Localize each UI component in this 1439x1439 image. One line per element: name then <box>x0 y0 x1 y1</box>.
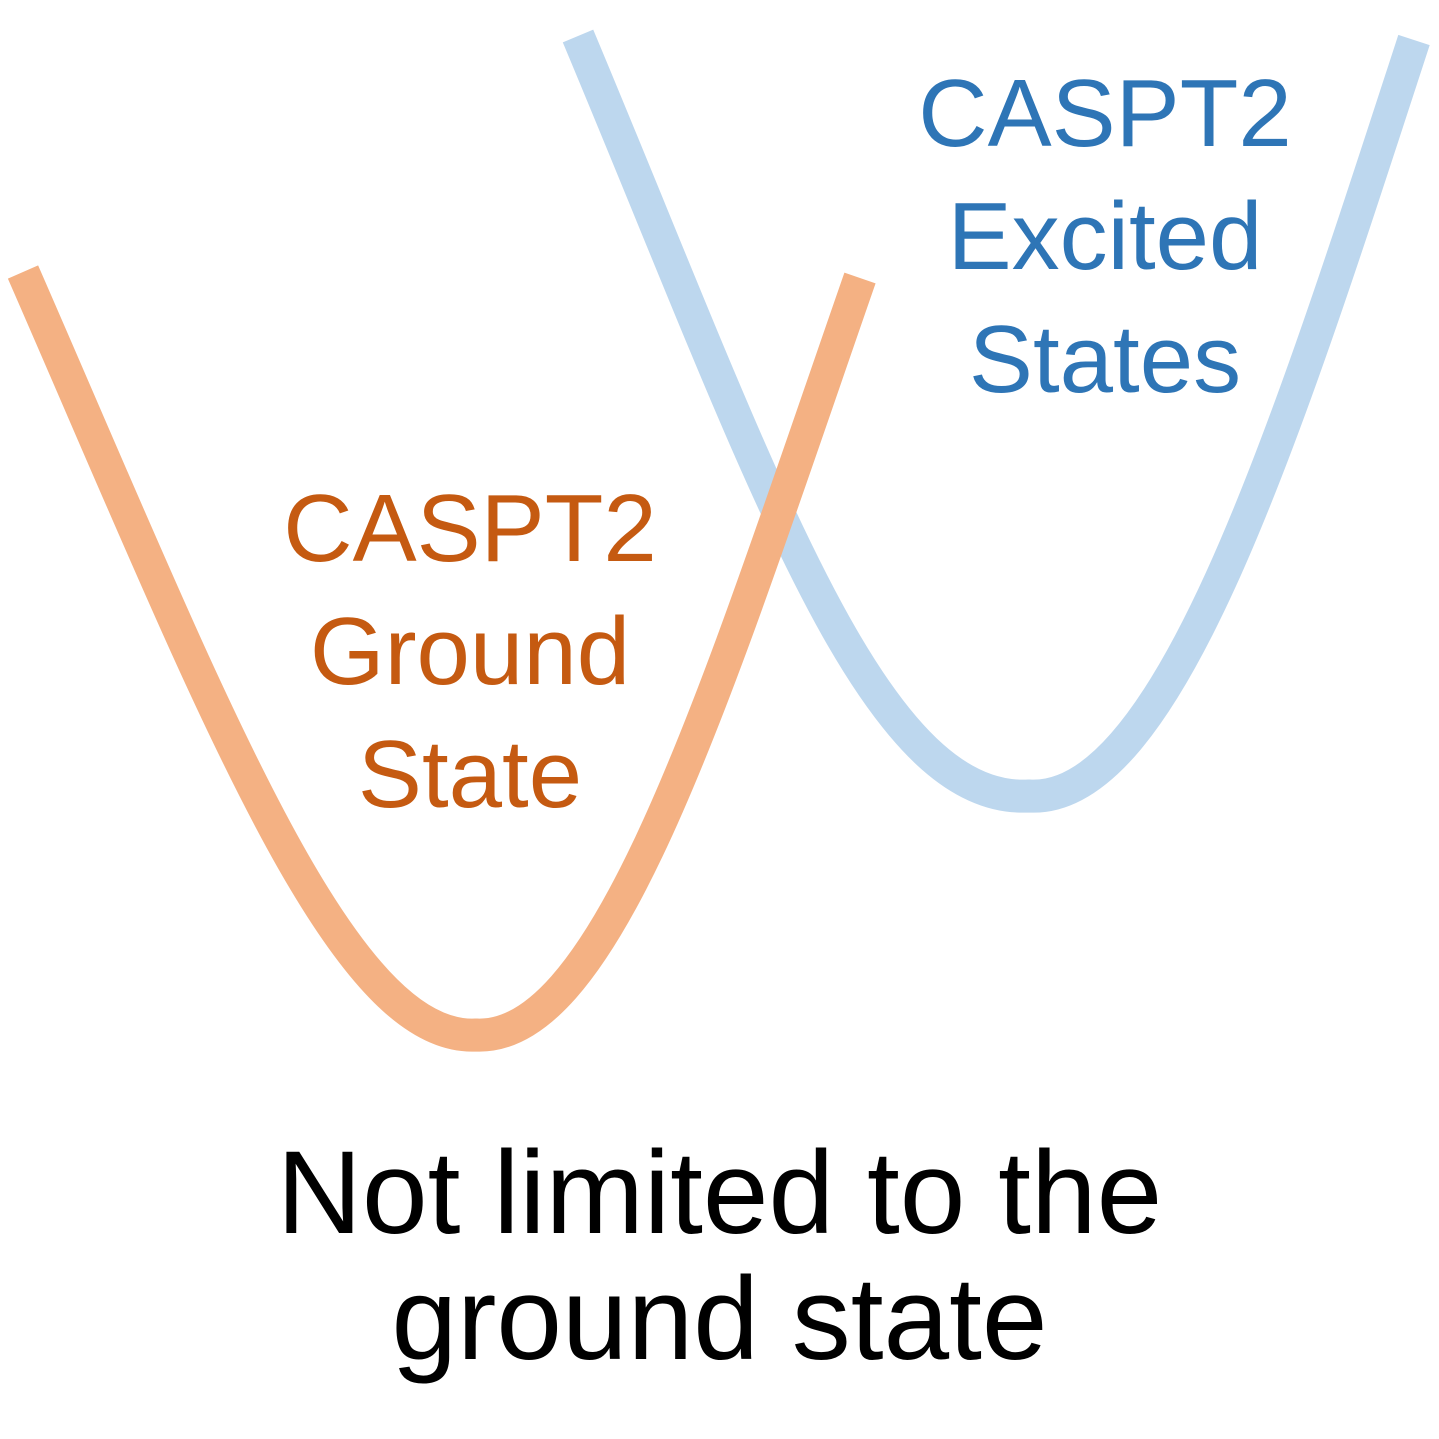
caption: Not limited to the ground state <box>0 1130 1439 1382</box>
ground-label-line-3: State <box>357 721 583 828</box>
excited-label-line-3: States <box>968 306 1242 413</box>
caption-line-2: ground state <box>391 1253 1048 1385</box>
excited-label-line-2: Excited <box>947 183 1263 290</box>
excited-state-curve <box>562 29 1430 813</box>
ground-state-curve <box>7 265 876 1052</box>
ground-label-line-1: CASPT2 <box>283 475 657 582</box>
ground-label-line-2: Ground <box>309 598 631 705</box>
ground-state-label: CASPT2 Ground State <box>245 467 695 836</box>
caption-line-1: Not limited to the <box>276 1127 1163 1259</box>
excited-state-label: CASPT2 Excited States <box>880 52 1330 421</box>
excited-label-line-1: CASPT2 <box>918 60 1292 167</box>
